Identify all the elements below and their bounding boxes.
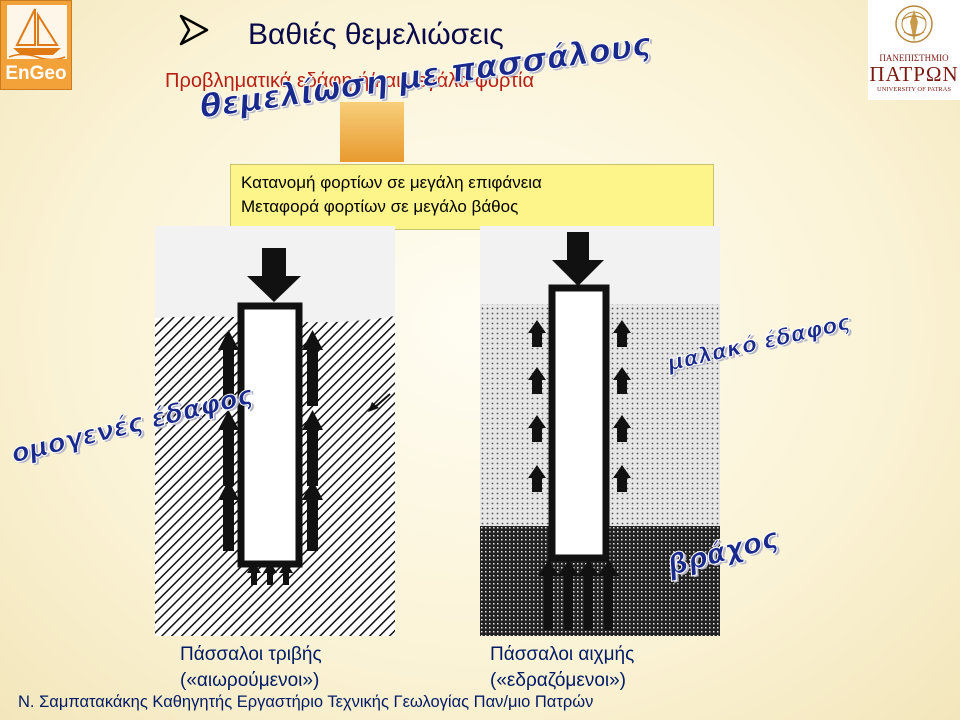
slide-footer: Ν. Σαμπατακάκης Καθηγητής Εργαστήριο Τεχ… bbox=[18, 693, 594, 711]
caption-left-line2: («αιωρούμενοι») bbox=[180, 670, 320, 691]
pointer-arrow-icon bbox=[366, 392, 392, 419]
caption-right-line1: Πάσσαλοι αιχμής bbox=[490, 644, 635, 665]
university-seal-icon bbox=[892, 2, 936, 52]
caption-end-bearing-piles: Πάσσαλοι αιχμής («εδραζόμενοι») bbox=[490, 642, 634, 694]
arrow-bullet-icon bbox=[175, 10, 215, 58]
university-logo: ΠΑΝΕΠΙΣΤΗΜΙΟ ΠΑΤΡΩΝ UNIVERSITY OF PATRAS bbox=[868, 0, 960, 100]
university-name-line1: ΠΑΝΕΠΙΣΤΗΜΙΟ bbox=[879, 53, 949, 63]
slide-title: Βαθιές θεμελιώσεις bbox=[248, 18, 504, 51]
caption-right-line2: («εδραζόμενοι») bbox=[490, 670, 627, 691]
slide-subtitle: Προβληματικά εδάφη ή/και μεγάλα φορτία bbox=[165, 70, 535, 92]
end-bearing-pile-diagram bbox=[480, 226, 720, 636]
university-name-line3: UNIVERSITY OF PATRAS bbox=[877, 86, 951, 93]
university-name-line2: ΠΑΤΡΩΝ bbox=[869, 62, 959, 86]
info-box: Κατανομή φορτίων σε μεγάλη επιφάνεια Μετ… bbox=[230, 164, 714, 230]
friction-pile-diagram bbox=[155, 226, 395, 636]
info-line-1: Κατανομή φορτίων σε μεγάλη επιφάνεια bbox=[241, 173, 542, 192]
caption-left-line1: Πάσσαλοι τριβής bbox=[180, 644, 322, 665]
info-line-2: Μεταφορά φορτίων σε μεγάλο βάθος bbox=[241, 197, 519, 216]
caption-friction-piles: Πάσσαλοι τριβής («αιωρούμενοι») bbox=[180, 642, 322, 694]
decorative-orange-block bbox=[340, 102, 404, 162]
sailboat-icon bbox=[7, 5, 67, 61]
engeo-logo: EnGeo bbox=[0, 0, 72, 90]
engeo-brand-text: EnGeo bbox=[5, 63, 67, 84]
